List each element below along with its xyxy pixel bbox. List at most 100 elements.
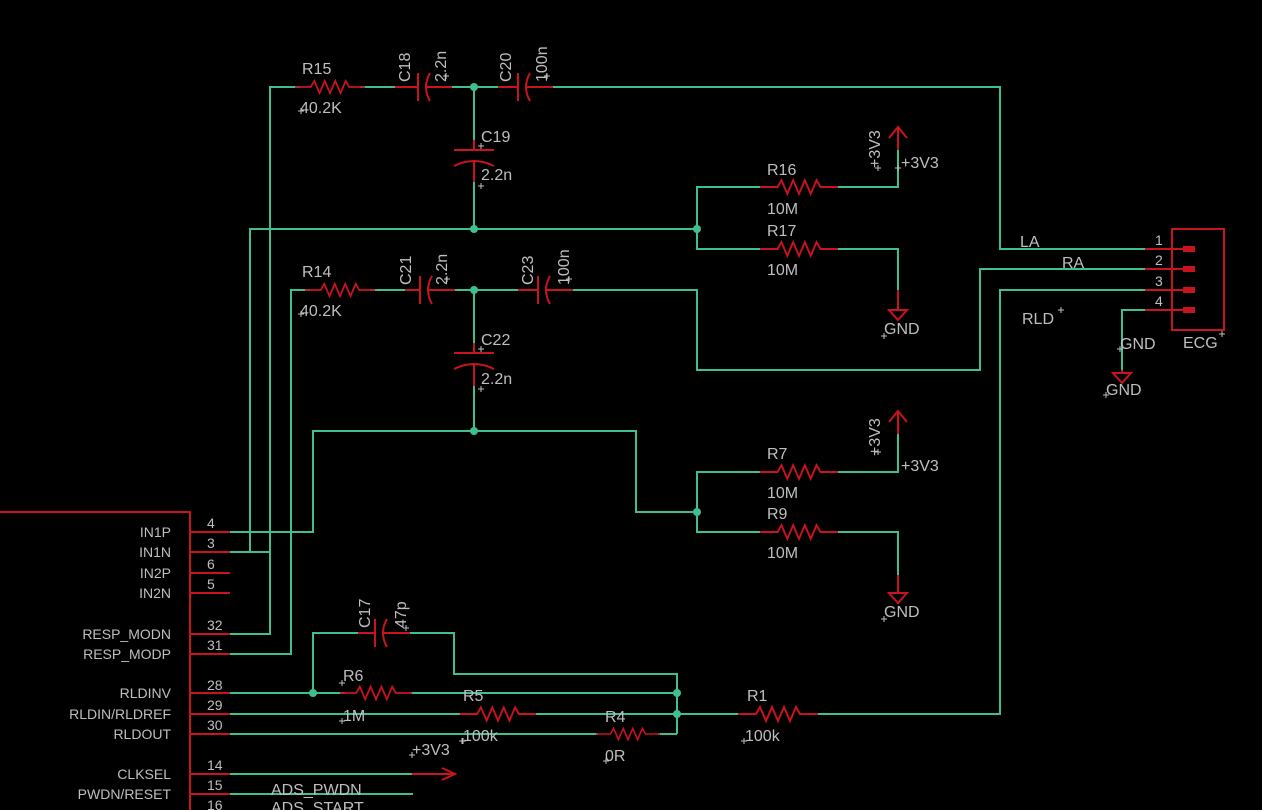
connector-pin-number: 1 [1155,232,1163,248]
resistor-r9[interactable] [759,524,839,540]
r9-ref: R9 [767,506,788,523]
ecg-connector[interactable]: 1 2 3 4 ECG [1145,228,1225,352]
c20-ref: C20 [498,53,515,82]
ic-pin-number: 28 [207,677,223,693]
wire-r9-branch [696,512,760,533]
ic-pin-name: IN1N [139,544,171,560]
gnd-label: GND [884,604,920,621]
ic-pin-number: 15 [207,777,223,793]
ground-icon [1110,370,1134,385]
capacitor-c23[interactable] [518,275,573,305]
ic-pin-name: IN2P [140,565,171,581]
capacitor-c21[interactable] [405,275,455,305]
r4-ref: R4 [605,709,626,726]
junction-dot [673,689,681,697]
wire-r7-3v3 [838,424,899,473]
ic-symbol: IN1P IN1N IN2P IN2N RESP_MODN RESP_MODP … [0,511,230,810]
ic-pin-number: 4 [207,515,215,531]
c22-ref: C22 [481,332,510,349]
r15-value: 40.2K [300,100,342,117]
wire-r9-gnd [838,531,899,578]
wire-r7-branch [696,471,760,512]
capacitor-c19[interactable] [453,140,495,182]
capacitor-c22[interactable] [453,343,495,386]
r1-value: 100k [745,728,781,745]
c17-value: 47p [393,601,410,628]
resistor-r5[interactable] [459,706,537,722]
connector-pin-number: 3 [1155,273,1163,289]
resistor-r15[interactable] [294,79,366,95]
junction-dot [693,225,701,233]
wire-la-main [553,86,1160,250]
capacitor-c20[interactable] [498,72,553,102]
r17-value: 10M [767,262,798,279]
junctions [309,83,701,718]
ic-pin-name: PWDN/RESET [78,786,172,802]
r14-ref: R14 [302,264,331,281]
junction-dot [470,427,478,435]
origin-markers [298,73,1225,764]
ic-pin-name: RLDIN/RLDREF [69,706,171,722]
wire-r16-branch [696,186,760,229]
c21-value: 2.2n [434,254,451,285]
resistor-r17[interactable] [759,241,839,257]
ic-pin-name: RLDOUT [113,726,171,742]
junction-dot [470,83,478,91]
wire-bias-top [249,228,697,552]
gnd-label: GND [1106,382,1142,399]
ic-pin-name: IN1P [140,524,171,540]
r7-ref: R7 [767,446,788,463]
ic-pin-name: CLKSEL [117,766,171,782]
net-label-la: LA [1020,234,1040,251]
c18-ref: C18 [397,53,414,82]
r4-value: 0R [605,748,625,765]
wire-r17-branch [696,229,760,250]
ic-pin-number: 30 [207,717,223,733]
ic-pin-number: 6 [207,556,215,572]
vcc-arrow-icon [888,125,908,150]
c19-value: 2.2n [481,167,512,184]
ground-icon [886,575,910,605]
resistor-r1[interactable] [737,706,819,722]
connector-name: ECG [1183,335,1218,352]
connector-pin-number: 4 [1155,293,1163,309]
capacitors [358,72,573,648]
resistor-r6[interactable] [339,685,413,701]
c23-ref: C23 [520,256,537,285]
ic-pin-number: 14 [207,757,223,773]
v3v3-label: +3V3 [901,155,939,172]
wire-bias-mid [230,430,697,533]
resistor-r14[interactable] [304,282,376,298]
v3v3-label: +3V3 [867,130,884,168]
capacitor-c17[interactable] [358,618,410,648]
r14-value: 40.2K [300,303,342,320]
net-label-rld: RLD [1022,311,1054,328]
wire-r14-left [230,289,310,655]
r9-value: 10M [767,545,798,562]
resistor-r7[interactable] [759,464,839,480]
wire-resp-modn [230,552,271,635]
ic-pin-name: RLDINV [120,685,172,701]
wire-c17-left [312,632,360,693]
r5-ref: R5 [463,688,484,705]
junction-dot [673,710,681,718]
ic-pin-number: 3 [207,535,215,551]
ic-pin-name: RESP_MODP [83,646,171,662]
c20-value: 100n [534,46,551,82]
resistor-r16[interactable] [759,179,839,195]
v3v3-label: +3V3 [867,418,884,456]
wire-r17-gnd [838,248,899,292]
c21-ref: C21 [398,256,415,285]
ic-pin-number: 32 [207,617,223,633]
c17-ref: C17 [357,599,374,628]
r16-value: 10M [767,201,798,218]
junction-dot [693,508,701,516]
labels: R15 40.2K R14 40.2K C18 2.2n C20 100n C2… [271,46,1156,810]
resistor-r4[interactable] [595,727,661,741]
ic-pins [190,531,230,795]
power-symbols [412,125,1134,781]
capacitor-c18[interactable] [395,72,452,102]
vcc-arrow-icon [888,409,908,434]
